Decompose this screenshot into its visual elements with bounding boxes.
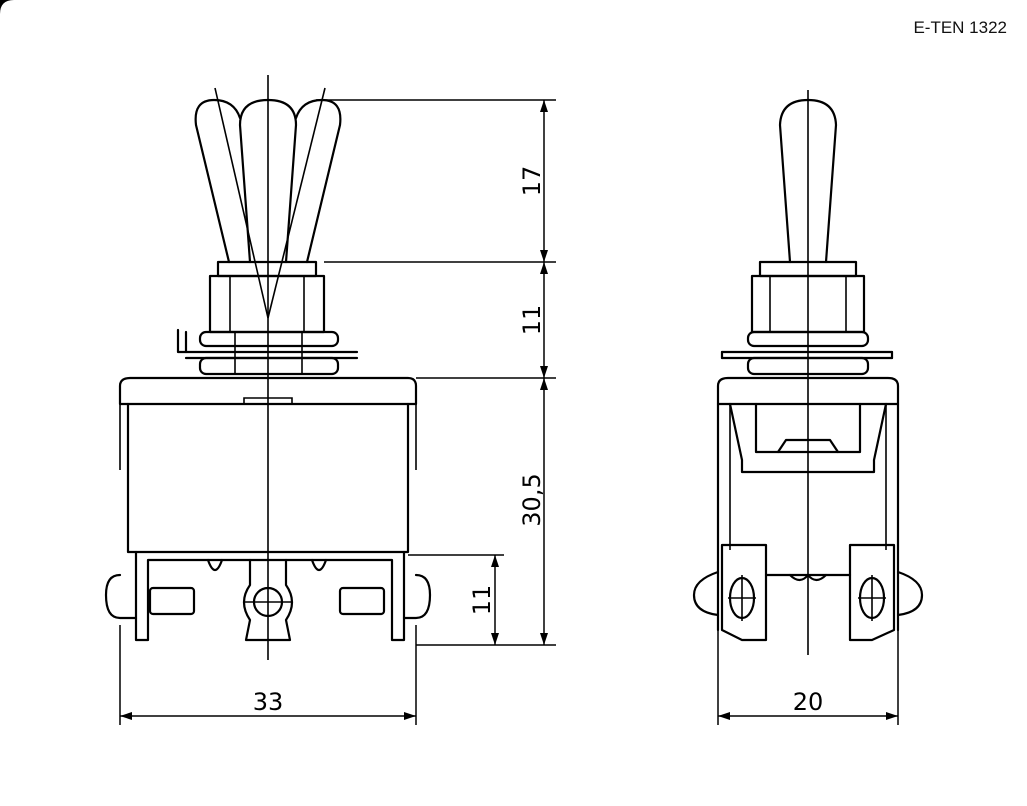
side-width-dimension [717, 630, 899, 725]
dim-terminal-height: 11 [468, 585, 496, 616]
dim-side-width: 20 [793, 688, 824, 716]
side-body [716, 376, 900, 632]
side-view [692, 90, 924, 725]
front-width-dimension [119, 625, 417, 725]
dim-body-height: 30,5 [518, 473, 546, 526]
front-toggle-lever [194, 87, 342, 319]
front-view [104, 75, 556, 725]
front-terminals [104, 550, 432, 642]
front-bushing [208, 260, 326, 334]
model-label: E-TEN 1322 [913, 18, 1007, 37]
side-terminals [692, 543, 924, 642]
side-toggle-lever [778, 98, 838, 264]
front-body [118, 376, 418, 554]
dim-body-width: 33 [253, 688, 284, 716]
front-nuts [176, 328, 359, 376]
side-nuts [720, 330, 894, 376]
front-vertical-dimensions [316, 99, 556, 646]
dim-lever-height: 17 [518, 166, 546, 197]
dim-bushing-height: 11 [518, 305, 546, 336]
